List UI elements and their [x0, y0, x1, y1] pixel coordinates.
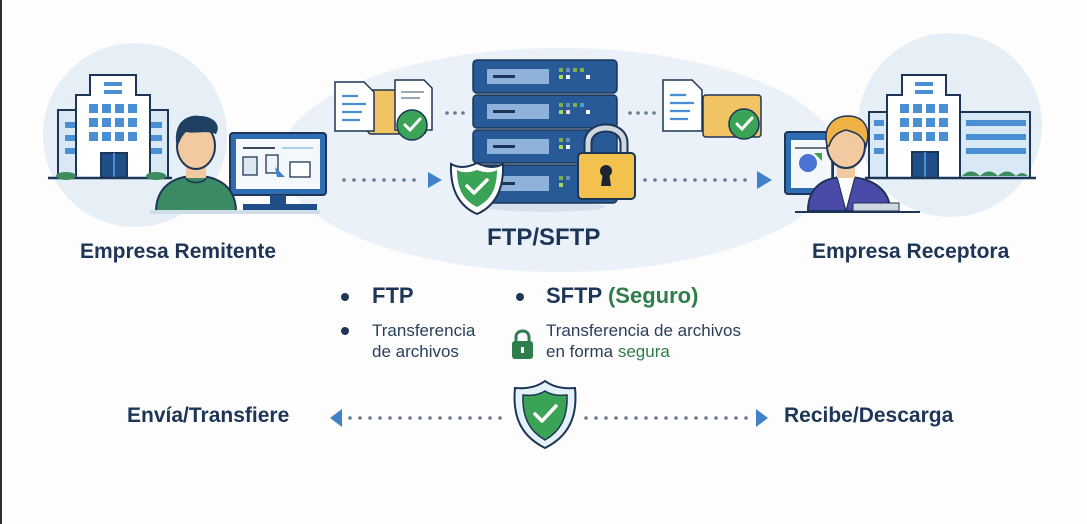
- receiver-files-check-icon: [662, 79, 762, 140]
- flow-arrow-right: [584, 409, 768, 427]
- sender-monitor-icon: [229, 132, 327, 211]
- legend-bullet: [341, 327, 349, 335]
- legend-bullet: [516, 293, 524, 301]
- legend-sftp-line2-prefix: en forma: [546, 342, 614, 361]
- server-rack-icon: [472, 59, 618, 212]
- legend-sftp-name: SFTP: [546, 283, 602, 308]
- legend-sftp-title: SFTP (Seguro): [546, 283, 698, 309]
- shield-check-icon: [449, 161, 505, 216]
- sender-building-icon: [48, 74, 172, 180]
- flow-receive-label: Recibe/Descarga: [784, 404, 954, 427]
- receiver-label: Empresa Receptora: [812, 240, 1010, 263]
- legend-ftp-description: Transferencia de archivos: [372, 320, 475, 362]
- dotted-connector-top: [445, 111, 656, 115]
- server-label: FTP/SFTP: [487, 224, 601, 251]
- legend-ftp-title: FTP: [372, 283, 414, 308]
- padlock-icon: [577, 123, 636, 200]
- dotted-arrow-right: [643, 171, 772, 189]
- flow-send-label: Envía/Transfiere: [127, 404, 290, 427]
- legend-lock-icon: [512, 329, 533, 359]
- sender-person-icon: [150, 115, 320, 214]
- legend-ftp-line1: Transferencia: [372, 321, 476, 340]
- frame-border: [0, 0, 2, 524]
- sender-label: Empresa Remitente: [80, 240, 277, 263]
- dotted-arrow-left: [342, 172, 442, 188]
- legend-bullet: [341, 293, 349, 301]
- legend-sftp-description: Transferencia de archivos en forma segur…: [546, 320, 741, 362]
- receiver-building-icon: [865, 74, 1036, 180]
- legend-ftp-line2: de archivos: [372, 342, 459, 361]
- legend-sftp-line1: Transferencia de archivos: [546, 321, 741, 340]
- receiver-person-icon: [795, 115, 920, 214]
- flow-arrow-left: [330, 409, 502, 427]
- sender-files-check-icon: [334, 79, 433, 141]
- legend-sftp-suffix: (Seguro): [607, 283, 699, 308]
- legend-sftp-line2-highlight: segura: [617, 342, 670, 361]
- flow-shield-check-icon: [513, 379, 577, 450]
- receiver-monitor-icon: [784, 131, 834, 195]
